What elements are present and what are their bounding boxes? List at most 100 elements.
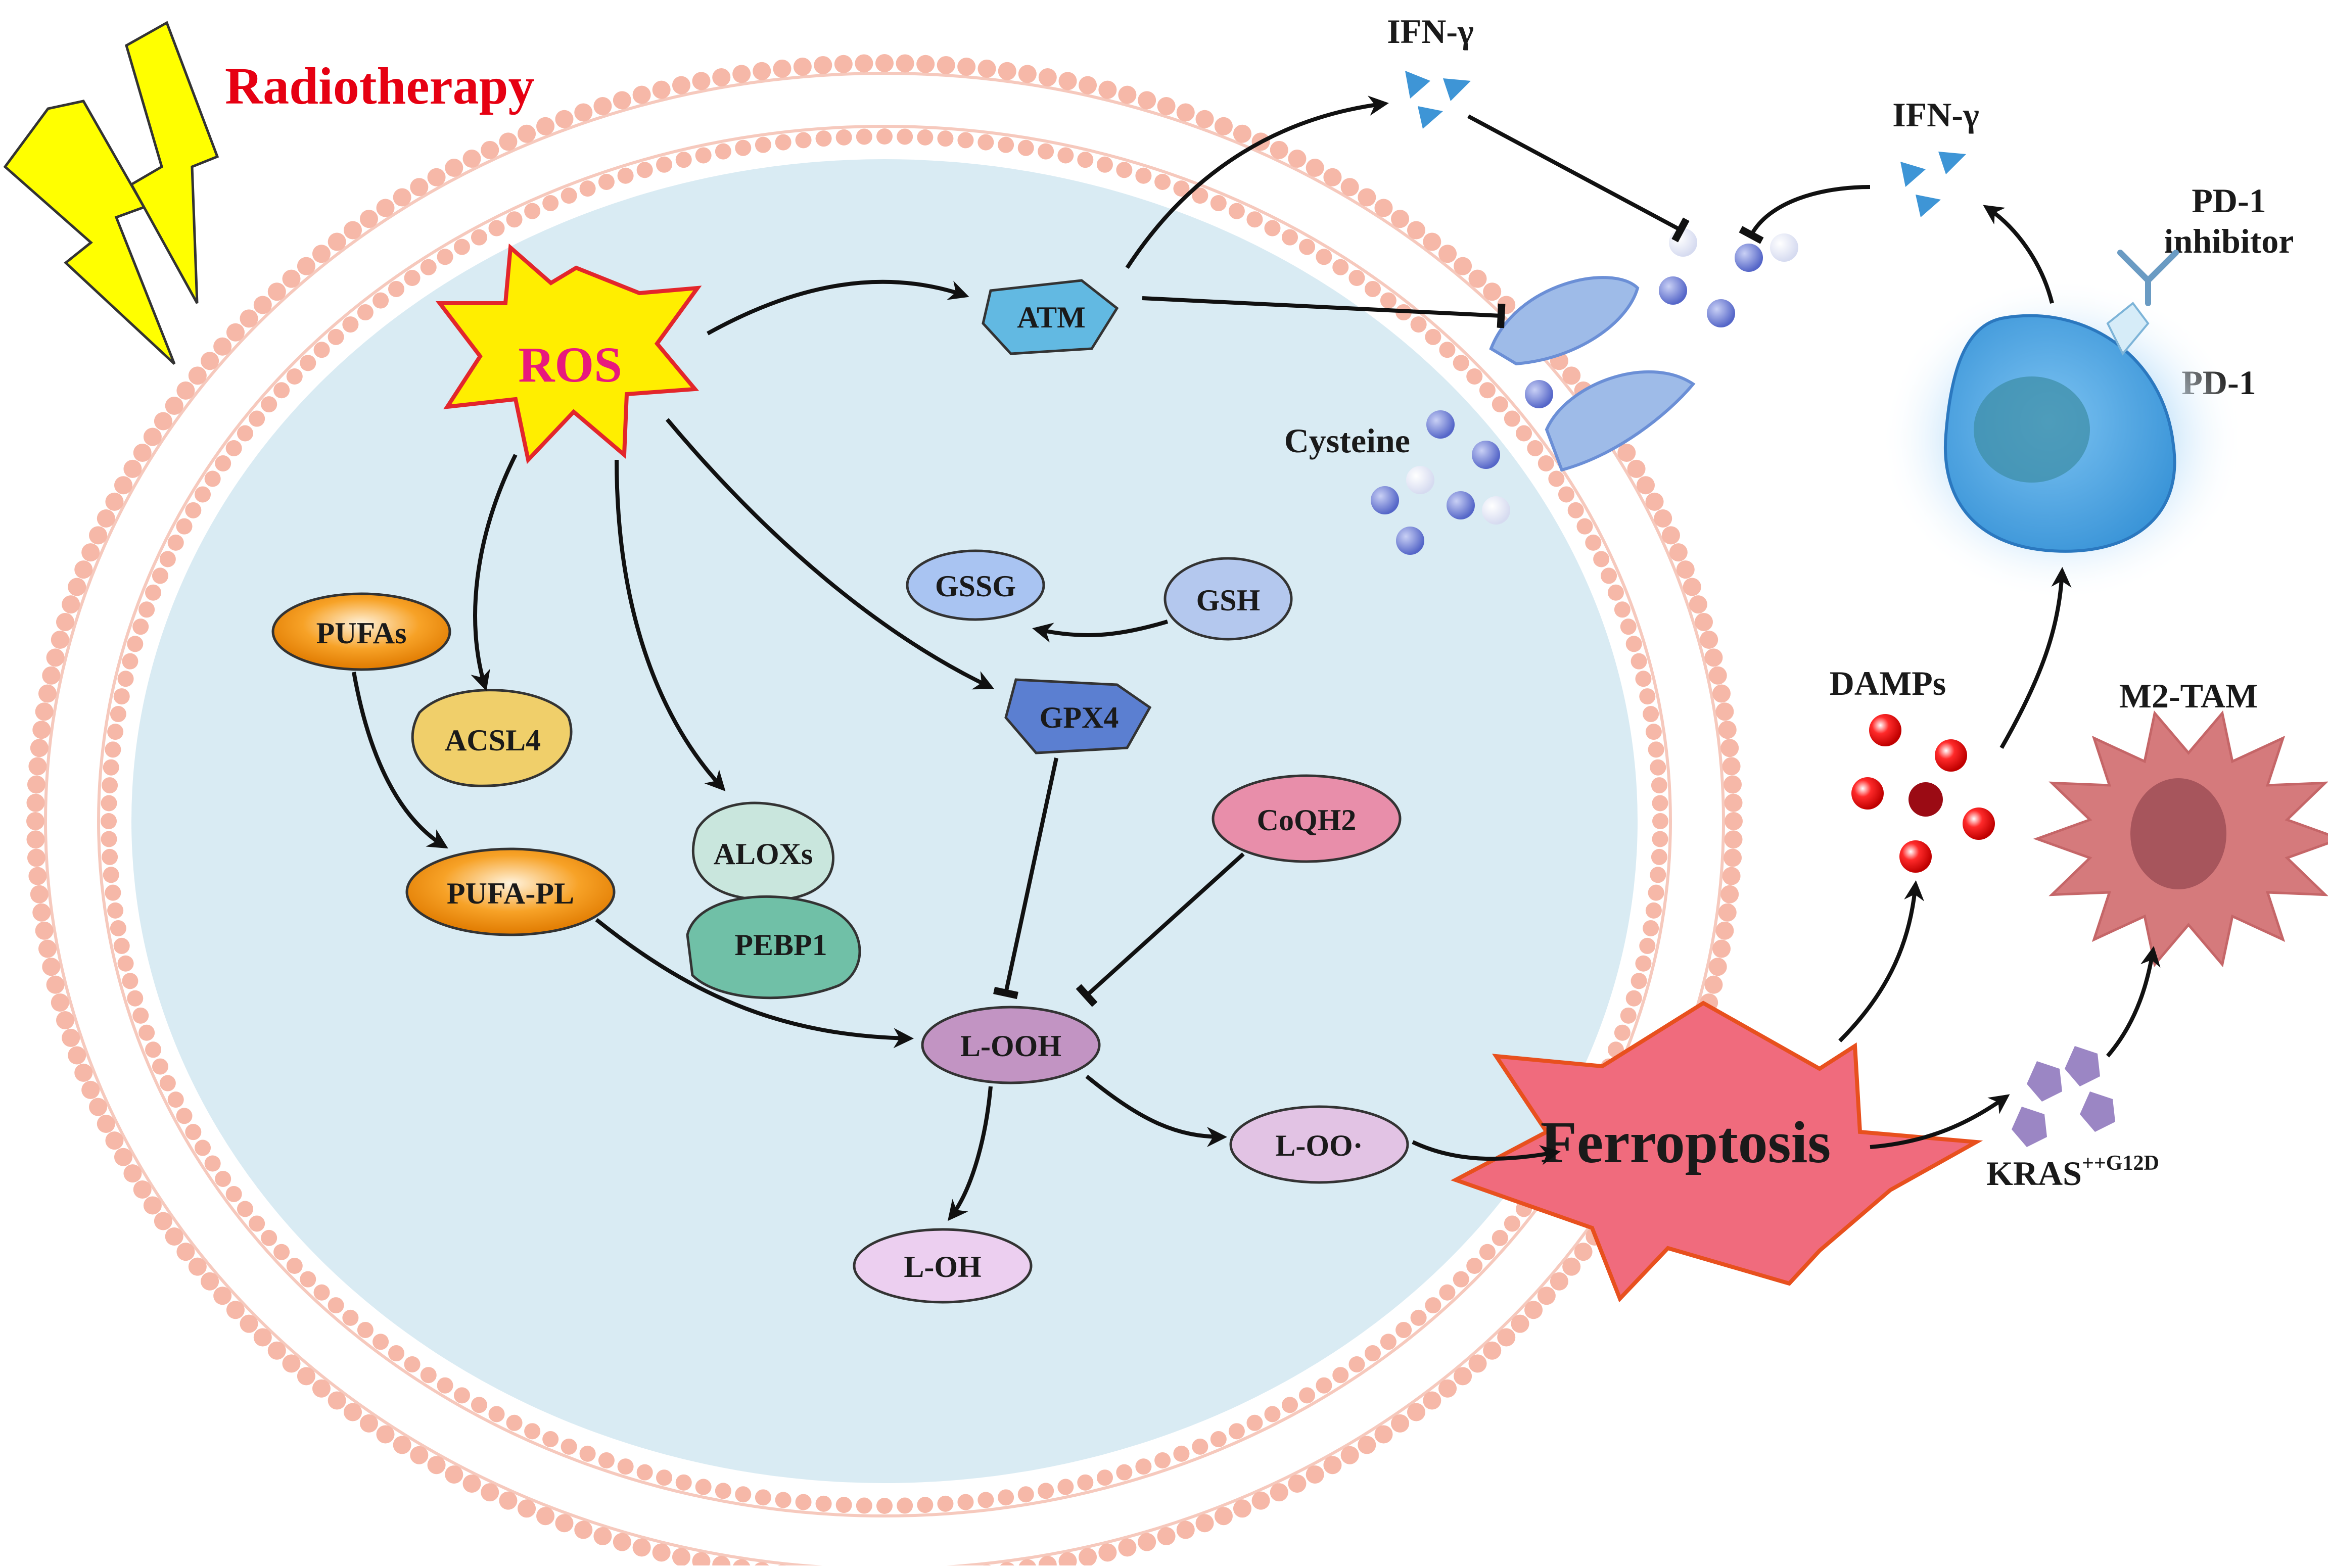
membrane-bead — [225, 1185, 242, 1202]
membrane-bead — [499, 1491, 518, 1510]
membrane-bead — [110, 920, 126, 936]
membrane-bead — [897, 128, 913, 145]
membrane-bead — [977, 59, 996, 78]
membrane-bead — [410, 178, 429, 197]
membrane-bead — [1380, 292, 1396, 309]
membrane-bead — [127, 990, 144, 1007]
membrane-bead — [1057, 147, 1074, 164]
membrane-bead — [1246, 211, 1263, 228]
membrane-bead — [105, 741, 121, 758]
membrane-bead — [56, 612, 75, 631]
membrane-bead — [1038, 143, 1054, 160]
membrane-bead — [132, 1007, 149, 1024]
membrane-bead — [1157, 97, 1176, 116]
membrane-bead — [176, 1243, 195, 1261]
membrane-bead — [692, 72, 711, 90]
membrane-bead — [856, 128, 872, 145]
pd1-receptor-icon — [2106, 302, 2150, 356]
membrane-bead — [300, 355, 316, 371]
membrane-bead — [1098, 80, 1117, 99]
membrane-bead — [240, 309, 258, 328]
membrane-bead — [1038, 1483, 1054, 1499]
membrane-bead — [574, 1521, 593, 1539]
membrane-bead — [103, 867, 119, 883]
membrane-bead — [542, 1431, 559, 1448]
membrane-bead — [692, 1552, 711, 1568]
membrane-bead — [856, 1497, 872, 1514]
membrane-bead — [62, 1028, 80, 1047]
arrow-looh-to-loh — [948, 1086, 993, 1221]
membrane-bead — [1722, 757, 1741, 776]
membrane-bead — [652, 80, 671, 99]
membrane-bead — [286, 1258, 303, 1274]
arrow-pufas-to-pufapl — [352, 672, 448, 849]
membrane-bead — [249, 1215, 265, 1232]
membrane-bead — [35, 702, 54, 721]
membrane-bead — [404, 1356, 421, 1372]
membrane-bead — [1562, 1257, 1581, 1276]
membrane-bead — [1116, 162, 1133, 178]
membrane-bead — [97, 509, 115, 528]
membrane-bead — [1264, 220, 1281, 236]
membrane-bead — [656, 1469, 673, 1486]
membrane-bead — [1650, 759, 1666, 776]
membrane-bead — [855, 54, 873, 73]
membrane-bead — [1689, 595, 1707, 614]
membrane-bead — [1567, 502, 1584, 518]
membrane-bead — [1057, 1479, 1074, 1495]
membrane-bead — [957, 132, 974, 149]
membrane-bead — [105, 1131, 124, 1150]
membrane-bead — [1096, 156, 1113, 173]
membrane-bead — [1332, 259, 1349, 275]
membrane-bead — [937, 56, 955, 74]
membrane-bead — [561, 1438, 577, 1455]
membrane-bead — [344, 1403, 362, 1421]
l-oo-node: L-OO· — [1229, 1105, 1409, 1184]
membrane-bead — [1645, 492, 1664, 511]
membrane-bead — [133, 444, 152, 462]
membrane-bead — [89, 526, 108, 545]
membrane-bead — [1316, 249, 1332, 265]
membrane-bead — [1316, 1377, 1332, 1394]
membrane-bead — [1058, 72, 1077, 90]
membrane-bead — [1625, 636, 1642, 652]
membrane-bead — [1118, 1538, 1137, 1557]
membrane-bead — [518, 1499, 536, 1518]
membrane-bead — [536, 1507, 555, 1526]
membrane-bead — [1468, 1354, 1487, 1373]
membrane-bead — [1715, 921, 1734, 940]
membrane-bead — [237, 425, 253, 442]
membrane-bead — [1358, 1436, 1376, 1454]
membrane-bead — [373, 292, 389, 309]
membrane-bead — [261, 396, 277, 413]
membrane-bead — [32, 903, 51, 922]
membrane-bead — [226, 323, 245, 342]
membrane-bead — [1154, 173, 1171, 190]
membrane-bead — [427, 168, 446, 186]
membrane-bead — [165, 1227, 183, 1246]
pufa-pl-node: PUFA-PL — [405, 847, 616, 936]
membrane-bead — [1410, 1309, 1427, 1326]
membrane-bead — [814, 56, 832, 74]
membrane-bead — [1270, 1483, 1288, 1502]
pathway-arrows — [352, 96, 2161, 1221]
membrane-bead — [1340, 1446, 1359, 1464]
membrane-bead — [1380, 1334, 1396, 1350]
membrane-bead — [453, 1387, 470, 1404]
l-ooh-node: L-OOH — [921, 1006, 1101, 1084]
arrow-loo-to-ferroptosis — [1412, 1140, 1561, 1165]
membrane-bead — [916, 55, 935, 73]
membrane-bead — [267, 282, 286, 301]
membrane-bead — [632, 85, 651, 104]
membrane-bead — [1576, 518, 1593, 535]
membrane-bead — [393, 1436, 411, 1454]
membrane-bead — [1483, 282, 1502, 301]
arrow-ros-to-aloxs — [615, 459, 726, 791]
membrane-bead — [957, 1494, 974, 1510]
membrane-bead — [102, 777, 118, 794]
membrane-bead — [376, 199, 395, 217]
membrane-bead — [1718, 721, 1737, 739]
membrane-bead — [1210, 195, 1227, 211]
membrane-bead — [81, 543, 100, 562]
